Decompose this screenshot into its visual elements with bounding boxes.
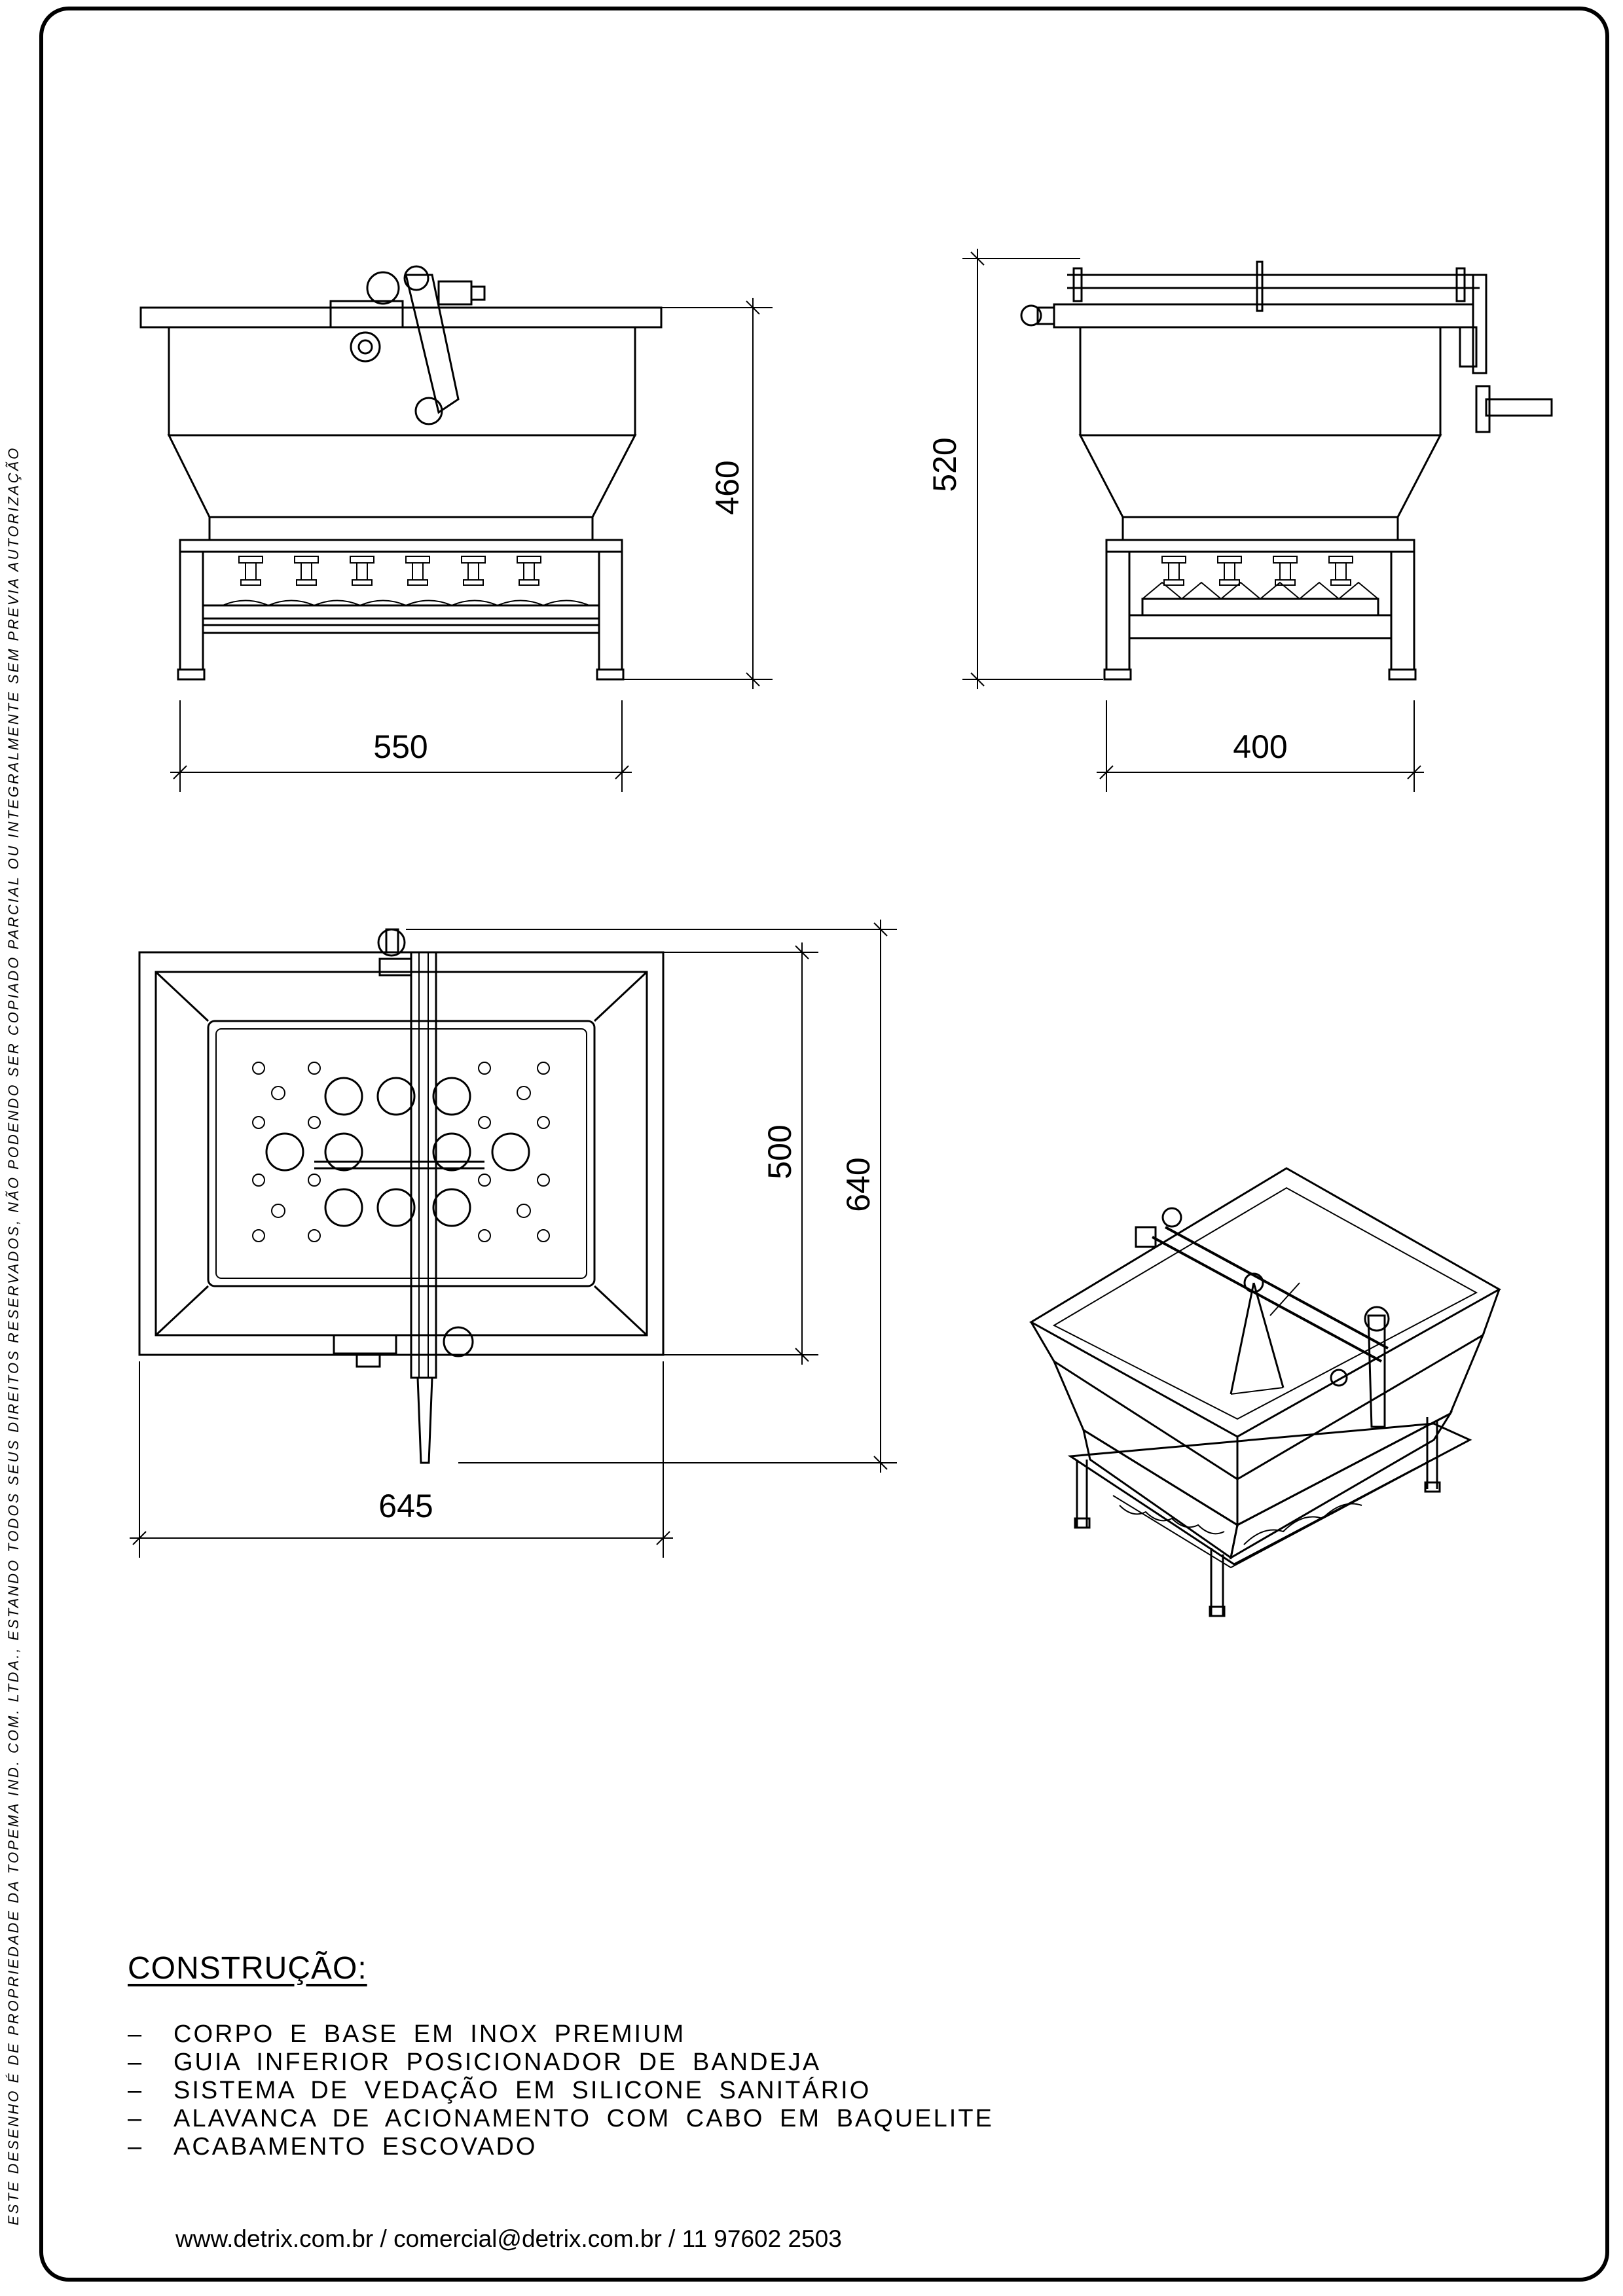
top-inner-depth-label: 500 — [761, 1124, 798, 1179]
top-width-label: 645 — [378, 1488, 433, 1524]
side-width-label: 400 — [1233, 728, 1287, 765]
front-height-label: 460 — [709, 460, 746, 514]
list-item: –ACABAMENTO ESCOVADO — [128, 2133, 538, 2161]
isometric-view — [1029, 1167, 1502, 1617]
notes-list: –CORPO E BASE EM INOX PREMIUM –GUIA INFE… — [128, 2020, 994, 2161]
top-inner-depth-dimension — [648, 942, 818, 1365]
top-view — [138, 928, 665, 1464]
side-view — [1020, 260, 1553, 681]
front-width-dimension — [170, 700, 632, 792]
front-width-label: 550 — [373, 728, 428, 765]
side-width-dimension — [1097, 700, 1424, 792]
front-height-dimension — [623, 298, 773, 689]
contact-line: www.detrix.com.br / comercial@detrix.com… — [175, 2225, 842, 2252]
list-item: –ALAVANCA DE ACIONAMENTO COM CABO EM BAQ… — [128, 2105, 994, 2132]
sheet-frame — [39, 7, 1609, 2282]
construction-notes: CONSTRUÇÃO: –CORPO E BASE EM INOX PREMIU… — [128, 1950, 994, 2161]
top-outer-depth-label: 640 — [840, 1157, 877, 1211]
front-view — [139, 265, 663, 681]
list-item: –SISTEMA DE VEDAÇÃO EM SILICONE SANITÁRI… — [128, 2077, 871, 2104]
side-height-dimension — [962, 249, 1103, 689]
side-height-label: 520 — [926, 437, 963, 492]
top-outer-depth-dimension — [406, 920, 897, 1473]
notes-title: CONSTRUÇÃO: — [128, 1951, 367, 1986]
top-width-dimension — [130, 1361, 673, 1558]
list-item: –CORPO E BASE EM INOX PREMIUM — [128, 2020, 686, 2048]
list-item: –GUIA INFERIOR POSICIONADOR DE BANDEJA — [128, 2049, 822, 2076]
